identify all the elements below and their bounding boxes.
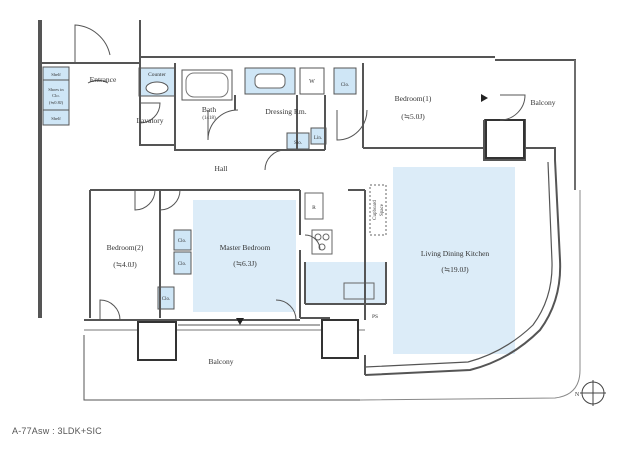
shoes-closet xyxy=(42,66,70,126)
label-ldk: Living Dining Kitchen xyxy=(421,249,490,258)
kitchen-sink xyxy=(343,282,375,300)
entry-arrow-right xyxy=(481,94,488,102)
label-w: W xyxy=(309,79,315,85)
label-r: R xyxy=(312,205,316,211)
pillar-right xyxy=(485,119,525,159)
label-hall: Hall xyxy=(215,164,228,173)
label-entrance: Entrance xyxy=(90,75,117,84)
label-sto: Sto. xyxy=(294,141,302,146)
bottom-balcony-line xyxy=(83,335,360,401)
label-bedroom2: Bedroom(2) xyxy=(107,243,144,252)
door-swings xyxy=(74,24,526,321)
label-ldk-area: (≒19.0J) xyxy=(441,265,469,274)
fridge-space xyxy=(304,192,324,220)
label-lin: Lin. xyxy=(314,136,322,141)
label-shelf-bottom: Shelf xyxy=(51,116,61,121)
compass-icon: N xyxy=(575,380,606,406)
label-bath: Bath xyxy=(202,105,216,114)
label-bath-size: (1418) xyxy=(202,116,216,121)
burner-3 xyxy=(318,243,326,251)
label-shoes-clo: Clo. xyxy=(52,93,60,98)
label-clo-b: Clo. xyxy=(178,262,186,267)
label-bedroom1-area: (≒5.0J) xyxy=(401,112,425,121)
label-shoes-area: (≒0.8J) xyxy=(49,100,64,105)
master-bedroom-floor xyxy=(193,200,296,312)
label-shelf-top: Shelf xyxy=(51,72,61,77)
label-cupboard: Cupboard xyxy=(373,200,378,220)
burner-1 xyxy=(314,233,322,241)
label-bedroom1: Bedroom(1) xyxy=(395,94,432,103)
cupboard-space xyxy=(369,184,387,236)
walls xyxy=(38,20,576,375)
label-clo-top: Clo. xyxy=(341,83,349,88)
burner-2 xyxy=(322,233,330,241)
pillar-left xyxy=(137,321,177,361)
plan-caption: A-77Asw : 3LDK+SIC xyxy=(12,426,102,436)
closet-c xyxy=(157,286,175,310)
label-cupboard-space: Space xyxy=(380,203,385,216)
outer-balcony-edge xyxy=(359,190,581,401)
label-bedroom2-area: (≒4.0J) xyxy=(113,260,137,269)
washer-space xyxy=(299,67,325,95)
label-ps: PS xyxy=(372,314,378,320)
label-clo-c: Clo. xyxy=(162,297,170,302)
pillar-middle xyxy=(321,319,359,359)
curved-exterior-wall xyxy=(364,159,562,376)
label-shoes-in: Shoes in xyxy=(48,87,64,92)
label-balcony-bottom: Balcony xyxy=(209,357,234,366)
entry-arrow-bottom xyxy=(236,318,244,325)
label-counter: Counter xyxy=(148,72,166,78)
closet-b xyxy=(173,251,192,275)
ldk-floor xyxy=(393,167,515,354)
closet-a xyxy=(173,229,192,251)
label-balcony-right: Balcony xyxy=(531,98,556,107)
cooktop xyxy=(311,229,333,255)
label-dressing: Dressing Rm. xyxy=(265,107,306,116)
label-lavatory: Lavatory xyxy=(136,116,163,125)
closet-top xyxy=(333,67,357,95)
label-clo-a: Clo. xyxy=(178,239,186,244)
label-master-area: (≒6.3J) xyxy=(233,259,257,268)
label-master: Master Bedroom xyxy=(220,243,271,252)
compass-north-label: N xyxy=(575,392,580,398)
